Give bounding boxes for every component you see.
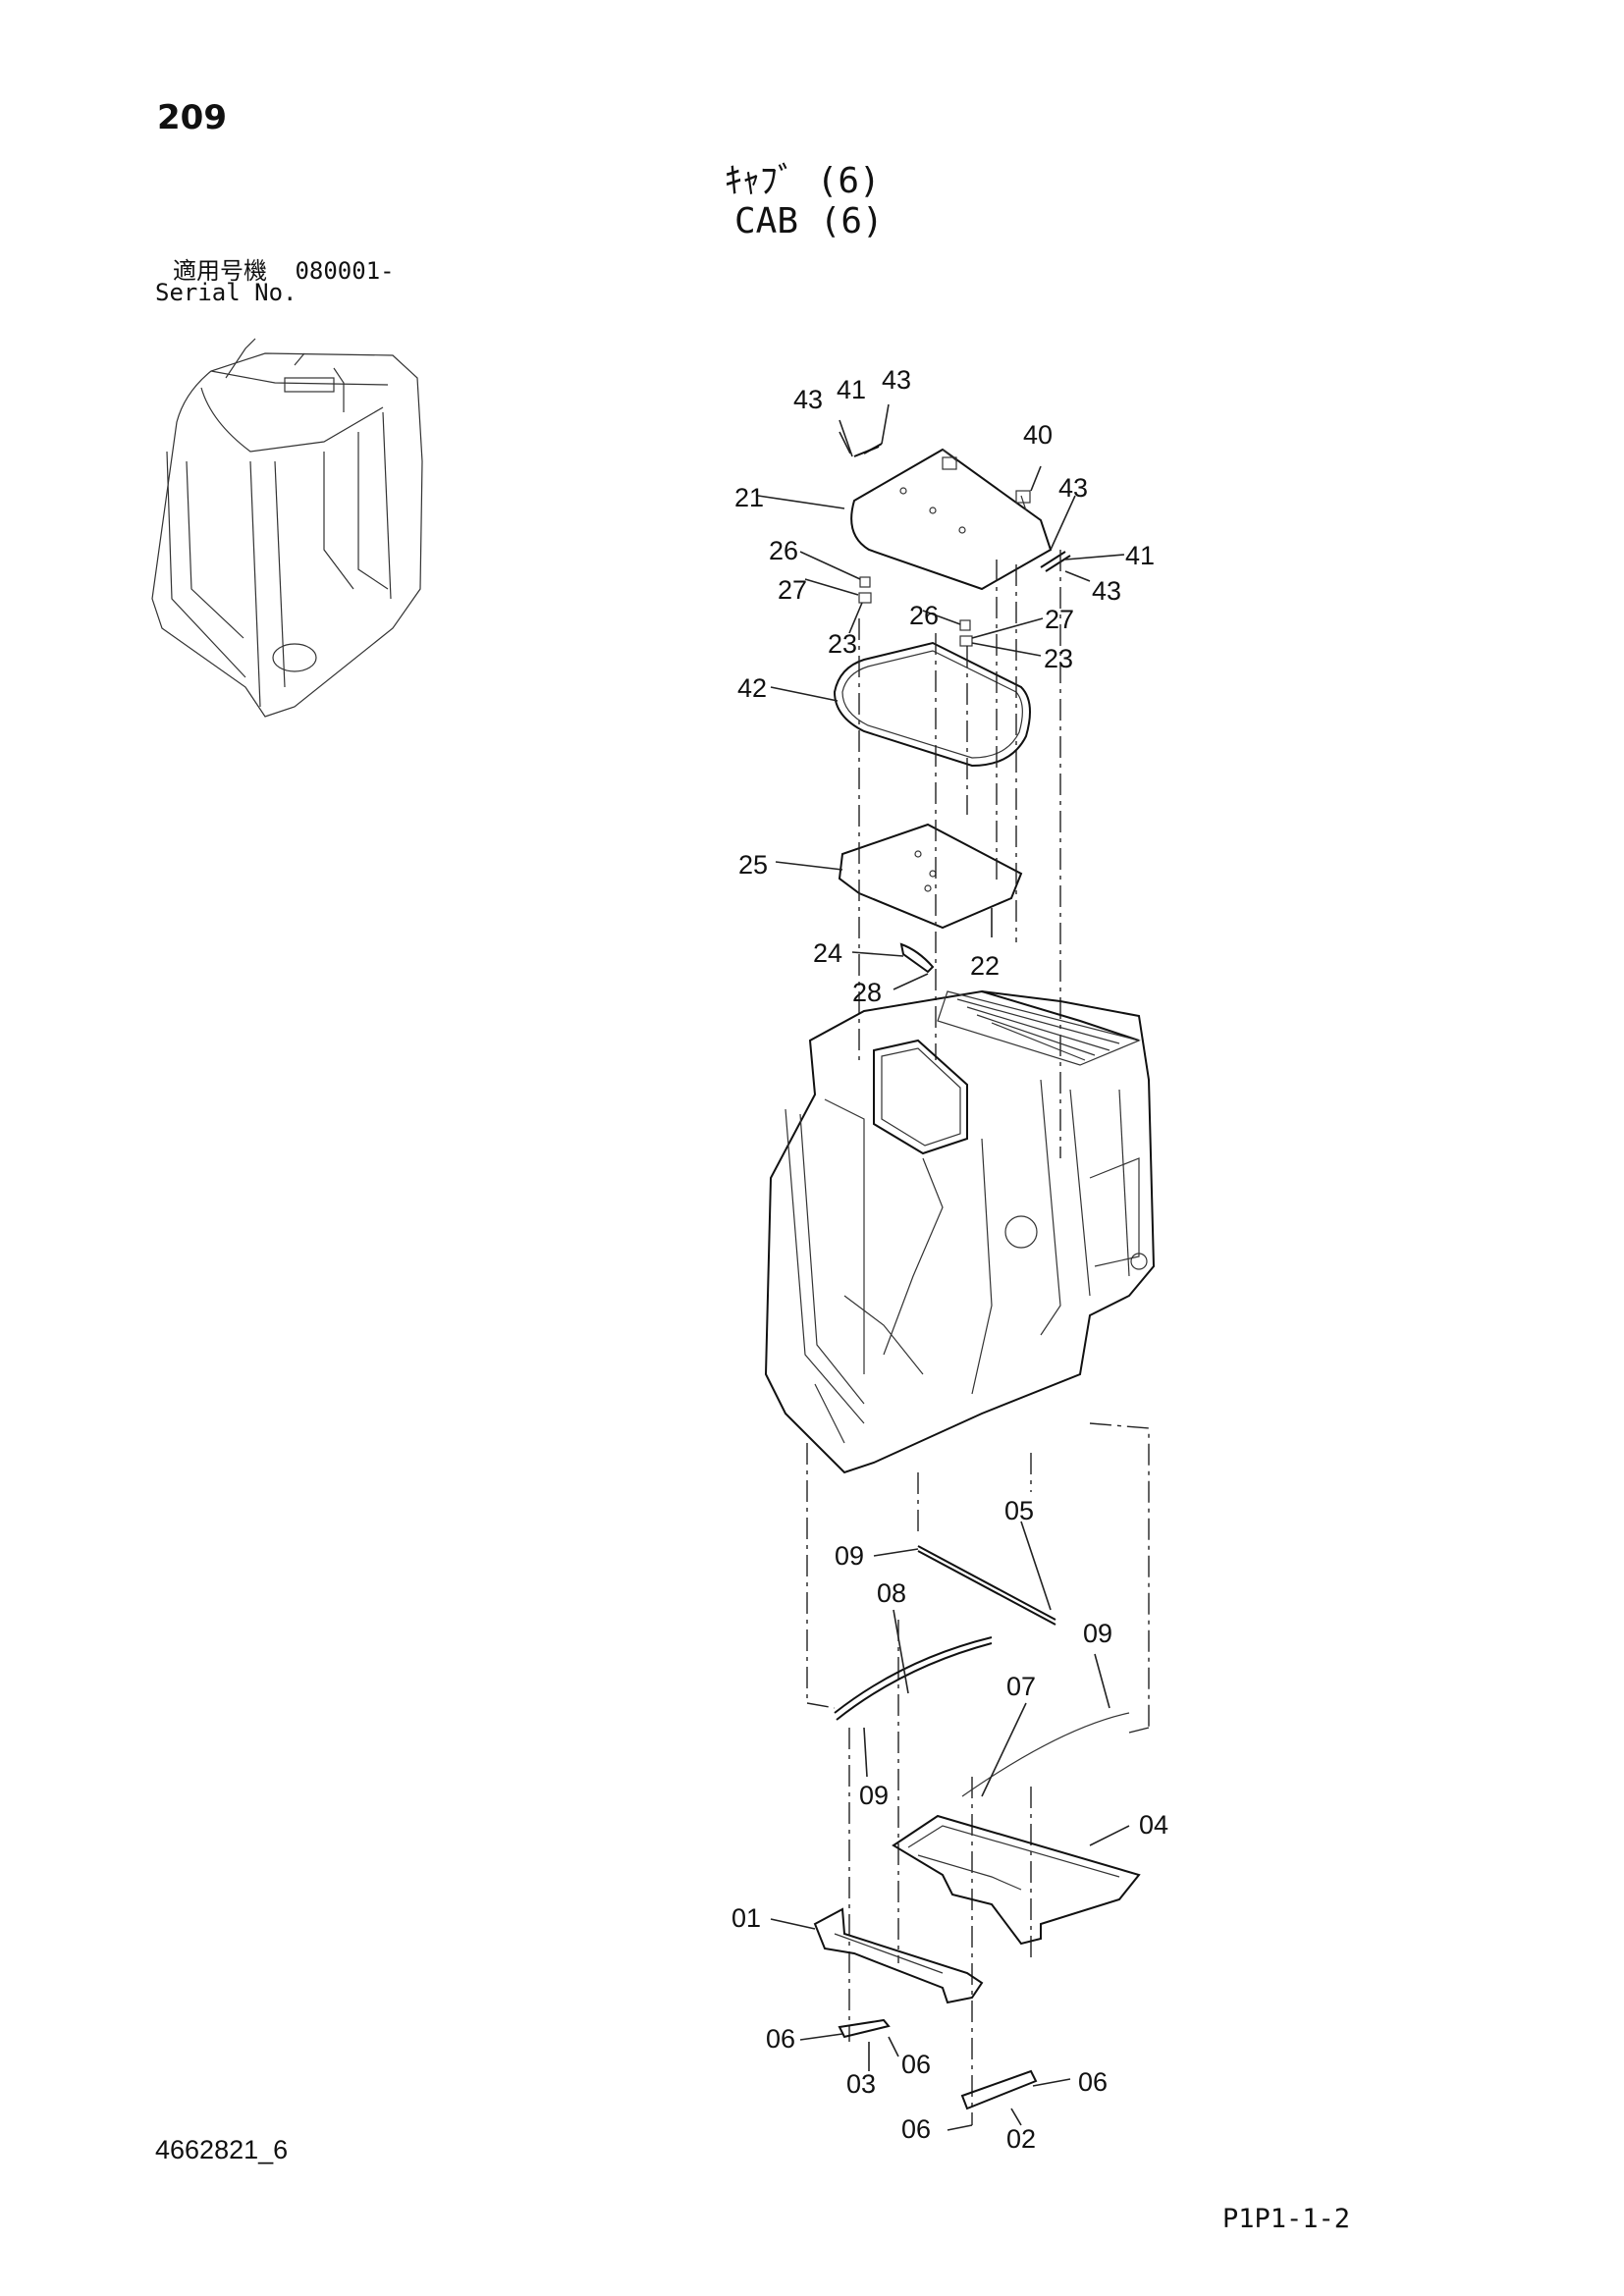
document-id: 4662821_6: [155, 2135, 289, 2164]
callout-22: 22: [970, 951, 1000, 981]
callout-28: 28: [852, 978, 882, 1007]
serial-label-japanese: 適用号機 080001-: [173, 251, 395, 286]
callout-06: 06: [901, 2114, 931, 2144]
title-english: CAB (6): [734, 201, 884, 241]
callout-02: 02: [1006, 2124, 1036, 2154]
callout-09: 09: [859, 1781, 889, 1810]
callout-03: 03: [846, 2069, 876, 2099]
callout-01: 01: [731, 1903, 761, 1933]
callout-26: 26: [909, 601, 939, 630]
callout-07: 07: [1006, 1672, 1036, 1701]
serial-label-english: Serial No.: [155, 279, 298, 306]
serial-label-jp: 適用号機: [173, 257, 267, 285]
callout-06: 06: [901, 2050, 931, 2079]
hatch-hardware: [839, 403, 1071, 647]
assembly-guide-lines-lower: [806, 1422, 1150, 2125]
callout-06: 06: [1078, 2067, 1108, 2097]
trim-parts-lower: [813, 1545, 1141, 2110]
callout-24: 24: [813, 938, 842, 968]
callout-43: 43: [793, 385, 823, 414]
callout-41: 41: [837, 375, 866, 404]
callout-23: 23: [828, 629, 857, 659]
callout-26: 26: [769, 536, 798, 565]
callout-23: 23: [1044, 644, 1073, 673]
overview-cab-illustration: [151, 338, 423, 718]
callout-43: 43: [1058, 473, 1088, 503]
callout-05: 05: [1004, 1496, 1034, 1525]
page-number: 209: [157, 98, 227, 137]
callout-04: 04: [1139, 1810, 1168, 1840]
roof-hatch-glass: [850, 448, 1053, 591]
hatch-inner-plate: [838, 823, 1023, 974]
callout-43: 43: [1092, 576, 1121, 606]
callout-27: 27: [778, 575, 807, 605]
title-japanese: ｷｬﾌﾞ (6): [725, 161, 881, 201]
hatch-seal-ring: [833, 641, 1031, 768]
callout-41: 41: [1125, 541, 1155, 570]
callout-25: 25: [738, 850, 768, 880]
callout-40: 40: [1023, 420, 1053, 450]
page-code: P1P1-1-2: [1222, 2204, 1351, 2234]
callout-09: 09: [835, 1541, 864, 1571]
assembly-guide-lines-upper: [858, 550, 1061, 1158]
serial-value: 080001-: [295, 257, 395, 285]
callout-42: 42: [737, 673, 767, 703]
callout-21: 21: [734, 483, 764, 512]
callout-27: 27: [1045, 605, 1074, 634]
callout-08: 08: [877, 1578, 906, 1608]
cab-frame-illustration: [764, 989, 1156, 1474]
callout-09: 09: [1083, 1619, 1112, 1648]
leader-lines: [757, 431, 1130, 2131]
callout-06: 06: [766, 2024, 795, 2054]
callout-labels: 43 41 43 40 21 43 26 41 27 43 26 27 23 2…: [731, 365, 1168, 2154]
callout-43: 43: [882, 365, 911, 395]
